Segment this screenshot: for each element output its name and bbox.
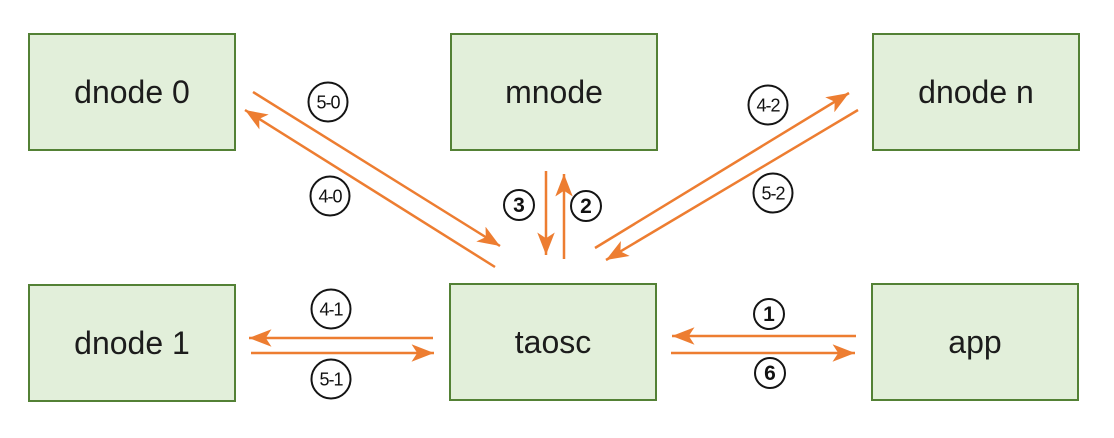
edge-label-5-1: 5-1 bbox=[310, 358, 352, 400]
edge-label-3: 3 bbox=[503, 189, 535, 221]
arrow-taosc-to-dnoden bbox=[594, 91, 850, 250]
edge-label-5-0: 5-0 bbox=[307, 81, 349, 123]
arrow-dnoden-to-taosc bbox=[605, 108, 859, 262]
edge-label-1: 1 bbox=[753, 298, 785, 330]
edge-label-2: 2 bbox=[570, 190, 602, 222]
node-taosc: taosc bbox=[449, 283, 657, 401]
node-mnode: mnode bbox=[450, 33, 658, 151]
arrow-taosc-to-dnode0 bbox=[244, 108, 496, 269]
node-dnode1: dnode 1 bbox=[28, 284, 236, 402]
node-dnode0: dnode 0 bbox=[28, 33, 236, 151]
edge-label-4-1: 4-1 bbox=[310, 288, 352, 330]
node-dnoden: dnode n bbox=[872, 33, 1080, 151]
edge-label-6: 6 bbox=[754, 357, 786, 389]
node-app: app bbox=[871, 283, 1079, 401]
arrow-dnode0-to-taosc bbox=[252, 90, 501, 248]
edge-label-5-2: 5-2 bbox=[752, 172, 794, 214]
edge-label-4-0: 4-0 bbox=[309, 175, 351, 217]
edge-label-4-2: 4-2 bbox=[747, 84, 789, 126]
